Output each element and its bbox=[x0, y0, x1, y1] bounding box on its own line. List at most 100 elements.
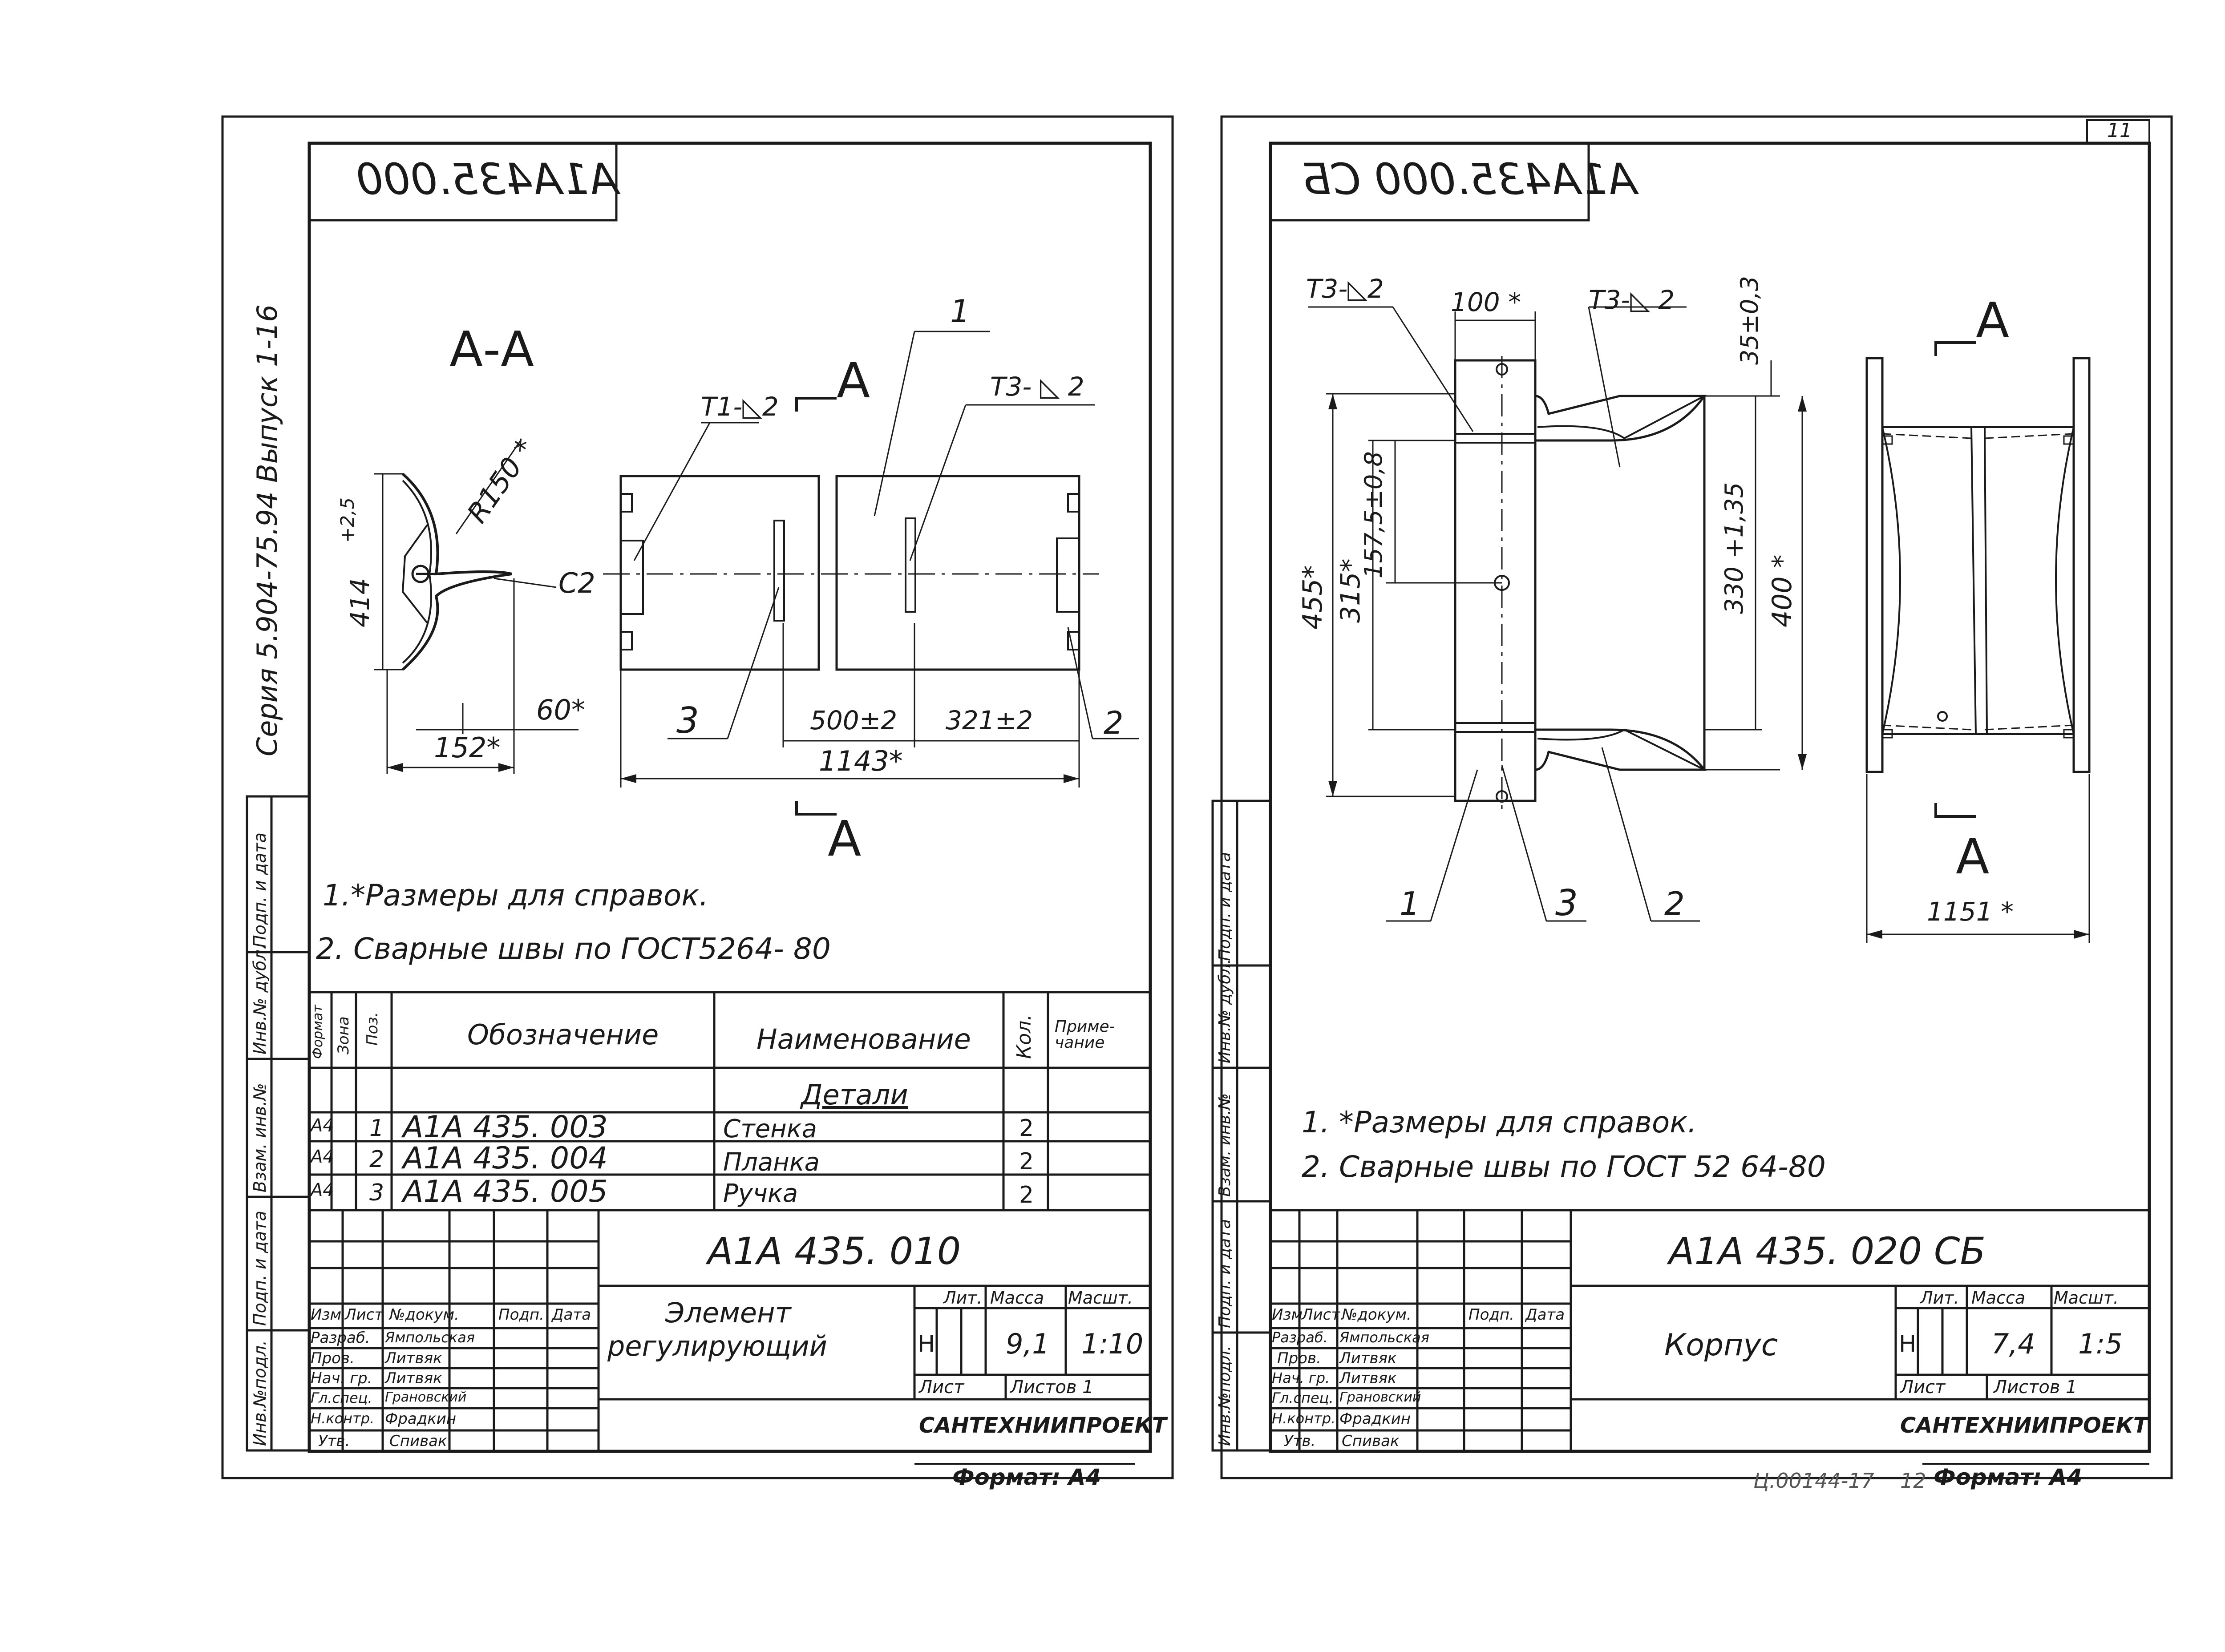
spec-row-1-pos: 1 bbox=[369, 1115, 384, 1142]
left-tb-head-date: Дата bbox=[552, 1306, 591, 1324]
right-staff-2-name: Литвяк bbox=[1339, 1349, 1397, 1367]
left-staff-5-name: Фрадкин bbox=[385, 1410, 457, 1428]
side-view-right-flange bbox=[2072, 357, 2091, 773]
right-dim-1151: 1151 * bbox=[1927, 897, 2014, 927]
right-side-stamp bbox=[1211, 800, 1272, 1452]
spec-row-3-designation: A1A 435. 005 bbox=[403, 1174, 608, 1209]
spec-head-name: Наименование bbox=[756, 1023, 971, 1055]
dim-c2: C2 bbox=[558, 567, 595, 599]
spec-row-2-name: Планка bbox=[723, 1148, 820, 1177]
left-tb-scale: 1:10 bbox=[1081, 1328, 1144, 1360]
right-stamp-4: Подп. и дата bbox=[1216, 1219, 1234, 1328]
left-tb-mass-label: Масса bbox=[990, 1288, 1044, 1308]
right-staff-2-role: Пров. bbox=[1277, 1349, 1321, 1367]
right-dim-400: 400 * bbox=[1767, 554, 1798, 627]
right-callout-3: 3 bbox=[1555, 882, 1578, 924]
left-staff-1-name: Ямпольская bbox=[385, 1329, 475, 1346]
left-stamp-4: Подп. и дата bbox=[250, 1211, 270, 1326]
right-tb-head-izm: Изм bbox=[1272, 1306, 1303, 1324]
right-tb-name: Корпус bbox=[1664, 1328, 1778, 1363]
dim-321: 321±2 bbox=[946, 705, 1033, 735]
dim-60: 60* bbox=[536, 694, 585, 726]
dim-152: 152* bbox=[434, 731, 501, 764]
left-mirrored-code: A1A435.000 bbox=[356, 154, 619, 204]
right-footer-page: 12 bbox=[1900, 1469, 1926, 1493]
callout-3: 3 bbox=[676, 700, 699, 741]
left-format-label: Формат: А4 bbox=[952, 1464, 1101, 1490]
left-tb-mass: 9,1 bbox=[1006, 1328, 1050, 1360]
spec-row-1-format: А4 bbox=[311, 1115, 334, 1136]
spec-head-zone: Зона bbox=[335, 1016, 352, 1054]
right-section-mark-top: А bbox=[1976, 292, 2010, 349]
left-code-box bbox=[309, 143, 618, 222]
left-tb-sheet-label: Лист bbox=[919, 1377, 964, 1398]
right-staff-3-role: Нач. гр. bbox=[1272, 1369, 1330, 1386]
right-tb-scale-label: Масшт. bbox=[2054, 1288, 2119, 1308]
right-tb-lit-label: Лит. bbox=[1920, 1288, 1959, 1308]
right-stamp-2: Инв.№ дубл. bbox=[1216, 959, 1234, 1063]
right-tb-lit: Н bbox=[1899, 1331, 1917, 1357]
weld-t3: T3- ◺ 2 bbox=[990, 372, 1084, 402]
right-tb-sheet-label: Лист bbox=[1900, 1377, 1946, 1398]
callout-1: 1 bbox=[950, 293, 970, 330]
right-tb-mass: 7,4 bbox=[1991, 1328, 2035, 1360]
left-tb-name-2: регулирующий bbox=[607, 1330, 827, 1362]
spec-row-2-format: А4 bbox=[311, 1147, 334, 1167]
left-staff-2-name: Литвяк bbox=[385, 1349, 442, 1367]
front-view-right-panel bbox=[835, 475, 1080, 671]
left-stamp-2: Инв.№ дубл. bbox=[250, 944, 270, 1054]
left-side-stamp bbox=[246, 795, 311, 1452]
right-tb-mass-label: Масса bbox=[1971, 1288, 2026, 1308]
right-outer-frame bbox=[1220, 115, 2173, 1479]
right-section-mark-bottom: А bbox=[1956, 828, 1990, 885]
left-staff-2-role: Пров. bbox=[311, 1349, 355, 1367]
dim-414: 414 bbox=[345, 578, 375, 627]
right-dim-35: 35±0,3 bbox=[1736, 276, 1764, 365]
right-weld-t3a: T3-◺2 bbox=[1306, 274, 1384, 304]
front-view-left-panel bbox=[619, 475, 820, 671]
right-dim-330: 330 +1,35 bbox=[1720, 482, 1749, 614]
left-staff-6-name: Спивак bbox=[389, 1432, 447, 1450]
left-tb-name-1: Элемент bbox=[665, 1297, 791, 1329]
spec-section-details: Детали bbox=[801, 1078, 908, 1111]
right-staff-3-name: Литвяк bbox=[1339, 1369, 1397, 1387]
right-inner-frame bbox=[1269, 141, 2151, 1453]
left-staff-6-role: Утв. bbox=[318, 1432, 350, 1450]
right-dim-1575: 157,5±0,8 bbox=[1359, 451, 1388, 578]
right-staff-6-role: Утв. bbox=[1284, 1432, 1316, 1450]
right-staff-4-name: Грановский bbox=[1339, 1389, 1421, 1405]
left-tb-scale-label: Масшт. bbox=[1068, 1288, 1133, 1308]
right-tb-scale: 1:5 bbox=[2078, 1328, 2123, 1360]
left-stamp-5: Инв.№подл. bbox=[250, 1340, 270, 1446]
dim-1143: 1143* bbox=[819, 745, 903, 777]
left-tb-lit: Н bbox=[918, 1331, 935, 1357]
right-tb-head-doc: №докум. bbox=[1342, 1306, 1412, 1324]
left-tb-lit-label: Лит. bbox=[943, 1288, 983, 1308]
right-staff-5-role: Н.контр. bbox=[1272, 1410, 1336, 1427]
right-format-label: Формат: А4 bbox=[1934, 1464, 2083, 1490]
left-tb-head-sign: Подп. bbox=[498, 1306, 544, 1324]
left-staff-4-role: Гл.спец. bbox=[311, 1389, 372, 1406]
spec-row-3-format: А4 bbox=[311, 1180, 334, 1200]
spec-row-3-name: Ручка bbox=[723, 1179, 798, 1208]
left-stamp-1: Подп. и дата bbox=[250, 832, 270, 948]
right-note-1: 1. *Размеры для справок. bbox=[1302, 1105, 1697, 1139]
right-staff-5-name: Фрадкин bbox=[1339, 1410, 1411, 1428]
left-staff-5-role: Н.контр. bbox=[311, 1410, 375, 1427]
right-note-2: 2. Сварные швы по ГОСТ 52 64-80 bbox=[1302, 1150, 1826, 1184]
spec-head-qty: Кол. bbox=[1013, 1014, 1036, 1059]
spec-head-designation: Обозначение bbox=[467, 1018, 659, 1051]
right-code-box bbox=[1270, 143, 1590, 222]
spec-row-1-qty: 2 bbox=[1019, 1115, 1034, 1142]
left-tb-org: САНТЕХНИИПРОЕКТ bbox=[919, 1413, 1167, 1438]
right-weld-t3b: T3-◺ 2 bbox=[1589, 285, 1675, 315]
right-tb-code: A1A 435. 020 СБ bbox=[1669, 1229, 1986, 1273]
assembly-body bbox=[1534, 395, 1707, 442]
spec-head-pos: Поз. bbox=[364, 1012, 381, 1046]
spec-row-2-designation: A1A 435. 004 bbox=[403, 1141, 608, 1176]
dim-500: 500±2 bbox=[810, 705, 898, 735]
right-callout-2: 2 bbox=[1664, 885, 1685, 922]
right-stamp-1: Подп. и дата bbox=[1216, 852, 1234, 961]
spec-row-3-qty: 2 bbox=[1019, 1182, 1034, 1208]
